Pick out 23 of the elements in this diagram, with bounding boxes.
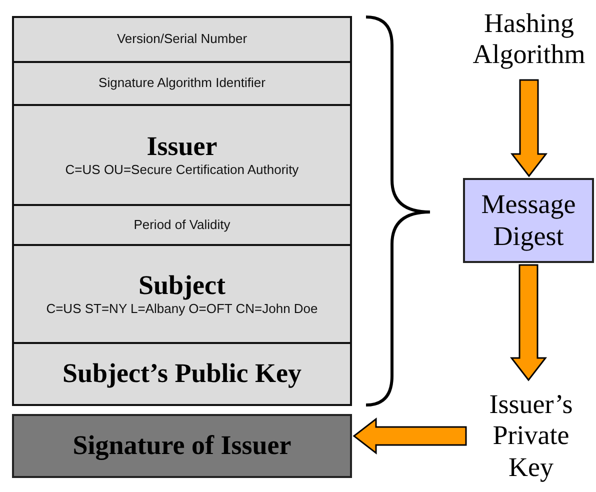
certificate-field xyxy=(12,342,352,406)
certificate-field xyxy=(12,244,352,344)
step-label: Hashing Algorithm xyxy=(462,0,596,78)
digest-box xyxy=(463,178,594,263)
field-detail: Period of Validity xyxy=(132,216,232,234)
step-label: Issuer’s Private Key xyxy=(468,382,594,490)
block-arrow xyxy=(510,264,548,382)
box-label: Message Digest xyxy=(480,189,577,252)
field-heading: Issuer xyxy=(146,132,218,162)
block-arrow xyxy=(510,79,548,178)
field-heading: Subject xyxy=(138,271,226,301)
field-heading: Signature of Issuer xyxy=(72,431,292,461)
certificate-field xyxy=(12,61,352,106)
field-detail: Signature Algorithm Identifier xyxy=(98,75,266,92)
certificate-field xyxy=(12,104,352,206)
signature-field xyxy=(12,414,352,478)
certificate-field xyxy=(12,16,352,63)
block-arrow xyxy=(352,417,467,455)
field-detail: C=US ST=NY L=Albany O=OFT CN=John Doe xyxy=(45,300,319,317)
field-heading: Subject’s Public Key xyxy=(62,359,302,389)
certificate-field xyxy=(12,204,352,246)
field-detail: C=US OU=Secure Certification Authority xyxy=(64,162,300,178)
field-detail: Version/Serial Number xyxy=(116,31,248,48)
